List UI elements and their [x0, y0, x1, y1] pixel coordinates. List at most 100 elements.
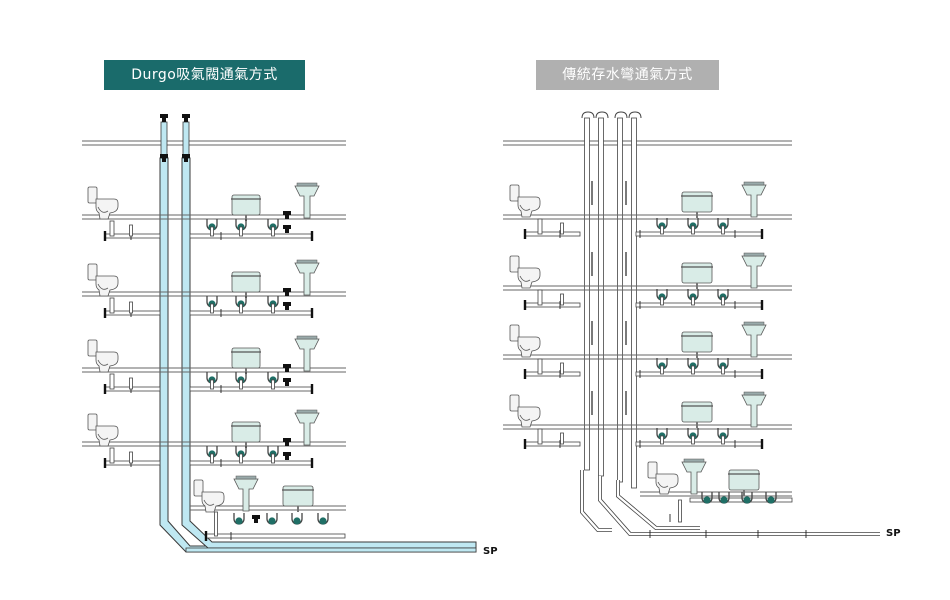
drain-pipe: [239, 453, 243, 464]
outlet-pipe: [185, 547, 477, 553]
floor-slab: [82, 214, 346, 220]
washbasin-icon: [294, 409, 320, 446]
faucet: [245, 292, 247, 298]
drain-pipe: [598, 117, 604, 477]
air-admittance-valve-icon: [182, 114, 190, 122]
drain-pipe: [239, 303, 243, 314]
pipe-end-cap: [103, 231, 107, 241]
p-trap-icon: [701, 492, 713, 504]
drain-pipe: [721, 296, 725, 306]
vent-stack: [181, 114, 477, 549]
drain-pipe: [109, 297, 115, 314]
drain-pipe: [239, 226, 243, 237]
vent-stack: [595, 111, 609, 477]
air-admittance-valve-icon: [283, 225, 291, 233]
traditional-method-title: 傳統存水彎通氣方式: [536, 60, 719, 90]
washbasin-icon: [681, 458, 707, 495]
floor-level: [82, 409, 346, 468]
washbasin-icon: [741, 252, 767, 289]
bathtub-icon: [231, 271, 261, 298]
washbasin-icon: [741, 391, 767, 428]
washbasin-icon: [294, 182, 320, 219]
pipe-end-cap: [760, 439, 764, 449]
drain-pipe: [214, 511, 218, 537]
bathtub-icon: [681, 191, 713, 218]
drain-pipe: [524, 302, 581, 308]
drain-pipe: [691, 435, 695, 445]
floor-slab: [82, 140, 346, 146]
floor-slab: [503, 285, 792, 291]
toilet-icon: [647, 461, 679, 495]
drain-pipe: [617, 117, 623, 483]
drain-pipe: [189, 460, 313, 466]
bottom-bend-inner: [598, 476, 880, 536]
vent-cap: [581, 111, 595, 119]
bathtub-icon: [231, 421, 261, 448]
floor-level: [82, 182, 346, 241]
air-admittance-valve-icon: [182, 154, 190, 162]
drain-pipe: [271, 303, 275, 314]
toilet-icon: [87, 413, 119, 447]
drain-pipe: [635, 441, 763, 447]
floor-level: [82, 259, 346, 318]
faucet: [696, 422, 698, 428]
air-admittance-valve-icon: [283, 452, 291, 460]
toilet-icon: [509, 184, 541, 218]
p-trap-icon: [291, 513, 303, 525]
durgo-system-diagram: [82, 114, 477, 553]
pipe-end-cap: [310, 231, 314, 241]
drain-pipe: [721, 365, 725, 375]
vent-stack: [628, 111, 642, 489]
p-trap-icon: [233, 513, 245, 525]
floor-level: [503, 391, 792, 449]
drain-pipe: [524, 441, 581, 447]
drain-pipe: [537, 358, 543, 375]
drain-pipe: [129, 377, 133, 390]
bathtub-icon: [681, 262, 713, 289]
floor-level: [503, 181, 792, 239]
drain-pipe: [524, 231, 581, 237]
drain-pipe: [560, 293, 564, 306]
drain-pipe: [524, 371, 581, 377]
drain-pipe: [635, 302, 763, 308]
floor-slab: [82, 441, 346, 447]
drain-pipe: [109, 220, 115, 237]
drain-pipe: [205, 533, 346, 539]
floor-slab: [82, 291, 346, 297]
faucet: [743, 490, 745, 496]
faucet: [696, 283, 698, 289]
drain-pipe: [721, 225, 725, 235]
bathtub-icon: [231, 347, 261, 374]
drain-pipe: [210, 379, 214, 390]
drain-pipe: [129, 301, 133, 314]
floor-slab: [503, 424, 792, 430]
air-admittance-valve-icon: [283, 438, 291, 446]
pipe-end-cap: [310, 308, 314, 318]
pipe-end-cap: [523, 300, 527, 310]
toilet-icon: [87, 186, 119, 220]
washbasin-icon: [294, 335, 320, 372]
drain-pipe: [660, 225, 664, 235]
drain-pipe: [537, 289, 543, 306]
drain-pipe: [691, 296, 695, 306]
air-admittance-valve-icon: [283, 302, 291, 310]
toilet-icon: [509, 324, 541, 358]
air-admittance-valve-icon: [283, 364, 291, 372]
washbasin-icon: [294, 259, 320, 296]
toilet-icon: [193, 479, 225, 513]
faucet: [245, 215, 247, 221]
drain-pipe: [189, 310, 313, 316]
drain-pipe: [537, 428, 543, 445]
washbasin-icon: [741, 181, 767, 218]
pipe-end-cap: [523, 229, 527, 239]
drain-pipe: [678, 499, 682, 523]
left-outlet-label: SP: [483, 546, 498, 557]
washbasin-icon: [741, 321, 767, 358]
faucet: [245, 442, 247, 448]
pipe-end-cap: [760, 300, 764, 310]
faucet: [297, 506, 299, 512]
drain-pipe: [689, 497, 793, 503]
drain-pipe: [635, 231, 763, 237]
air-admittance-valve-icon: [160, 154, 168, 162]
faucet: [696, 212, 698, 218]
